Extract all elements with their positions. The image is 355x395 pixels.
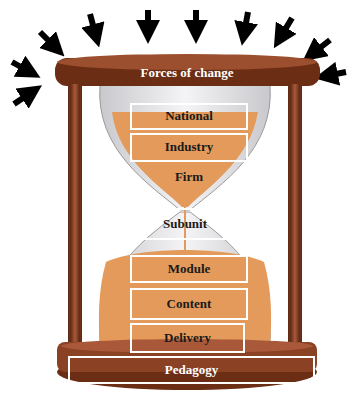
level-box: Content [130, 288, 248, 320]
level-text: Delivery [164, 331, 211, 345]
level-text: Subunit [163, 217, 207, 231]
base-band: Pedagogy [68, 356, 315, 384]
level-box: Module [130, 255, 248, 283]
level-text: Forces of change [141, 66, 234, 80]
level-box: Industry [130, 133, 248, 162]
level-text: Content [167, 297, 212, 311]
level-text: Module [168, 262, 211, 276]
level-text: Pedagogy [165, 363, 218, 377]
level-label: Firm [130, 165, 248, 189]
lid-band: Forces of change [100, 62, 274, 84]
level-box: National [130, 103, 248, 130]
level-box: Delivery [130, 323, 245, 353]
neck-box: Subunit [85, 208, 285, 240]
level-text: National [165, 109, 213, 123]
level-text: Industry [165, 140, 213, 154]
level-text: Firm [175, 170, 203, 184]
